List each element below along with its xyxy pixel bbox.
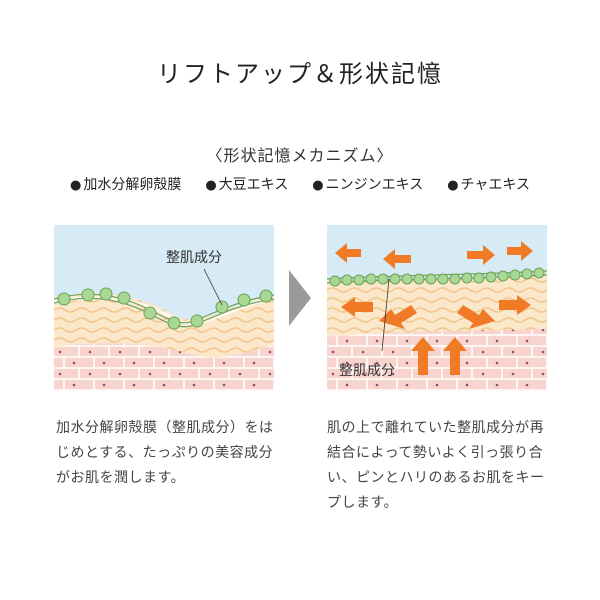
mechanism-subtitle: 〈形状記憶メカニズム〉 xyxy=(206,146,394,165)
tension-arrows xyxy=(335,241,533,375)
chevron-right-icon xyxy=(289,270,311,326)
description-after: 肌の上で離れていた整肌成分が再結合によって勢いよく引っ張り合い、ピンとハリのある… xyxy=(327,420,545,511)
ingredient-label: 加水分解卵殻膜 xyxy=(83,177,182,193)
skin-diagram-after: 整肌成分 xyxy=(327,225,547,391)
ingredient-label: 大豆エキス xyxy=(218,177,289,193)
arrow-icon xyxy=(467,245,495,265)
description-before: 加水分解卵殻膜（整肌成分）をはじめとする、たっぷりの美容成分がお肌を潤します。 xyxy=(56,420,274,486)
arrow-icon xyxy=(383,249,411,269)
ingredient-label-right: 整肌成分 xyxy=(339,363,395,379)
ingredient-list: ●加水分解卵殻膜 ●大豆エキス ●ニンジンエキス ●チャエキス xyxy=(0,174,600,194)
bullet-icon: ● xyxy=(69,178,82,193)
bullet-icon: ● xyxy=(205,178,217,193)
arrow-icon xyxy=(411,337,435,375)
ingredient-item: ●加水分解卵殻膜 xyxy=(70,174,181,194)
ingredient-item: ●チャエキス xyxy=(447,174,530,194)
arrow-icon xyxy=(335,243,361,263)
cell-layer xyxy=(327,329,547,391)
ingredient-label-left: 整肌成分 xyxy=(166,250,222,266)
skin-diagram-before: 整肌成分 xyxy=(54,225,274,391)
arrow-icon xyxy=(341,297,373,317)
arrow-icon xyxy=(499,295,531,315)
bullet-icon: ● xyxy=(312,178,324,193)
bullet-icon: ● xyxy=(447,178,459,193)
arrow-icon xyxy=(457,305,495,329)
ingredient-balls xyxy=(57,287,273,330)
skin-illustration: 整肌成分 xyxy=(54,225,274,391)
skin-illustration: 整肌成分 xyxy=(327,225,547,391)
ingredient-label: ニンジンエキス xyxy=(325,177,424,193)
ingredient-item: ●ニンジンエキス xyxy=(312,174,423,194)
cell-layer xyxy=(54,343,274,391)
arrow-icon xyxy=(507,241,533,261)
arrow-icon xyxy=(379,305,417,329)
arrow-icon xyxy=(443,337,467,375)
ingredient-balls xyxy=(329,267,545,287)
page-title: リフトアップ＆形状記憶 xyxy=(157,60,443,88)
ingredient-label: チャエキス xyxy=(460,177,530,193)
ingredient-item: ●大豆エキス xyxy=(205,174,288,194)
